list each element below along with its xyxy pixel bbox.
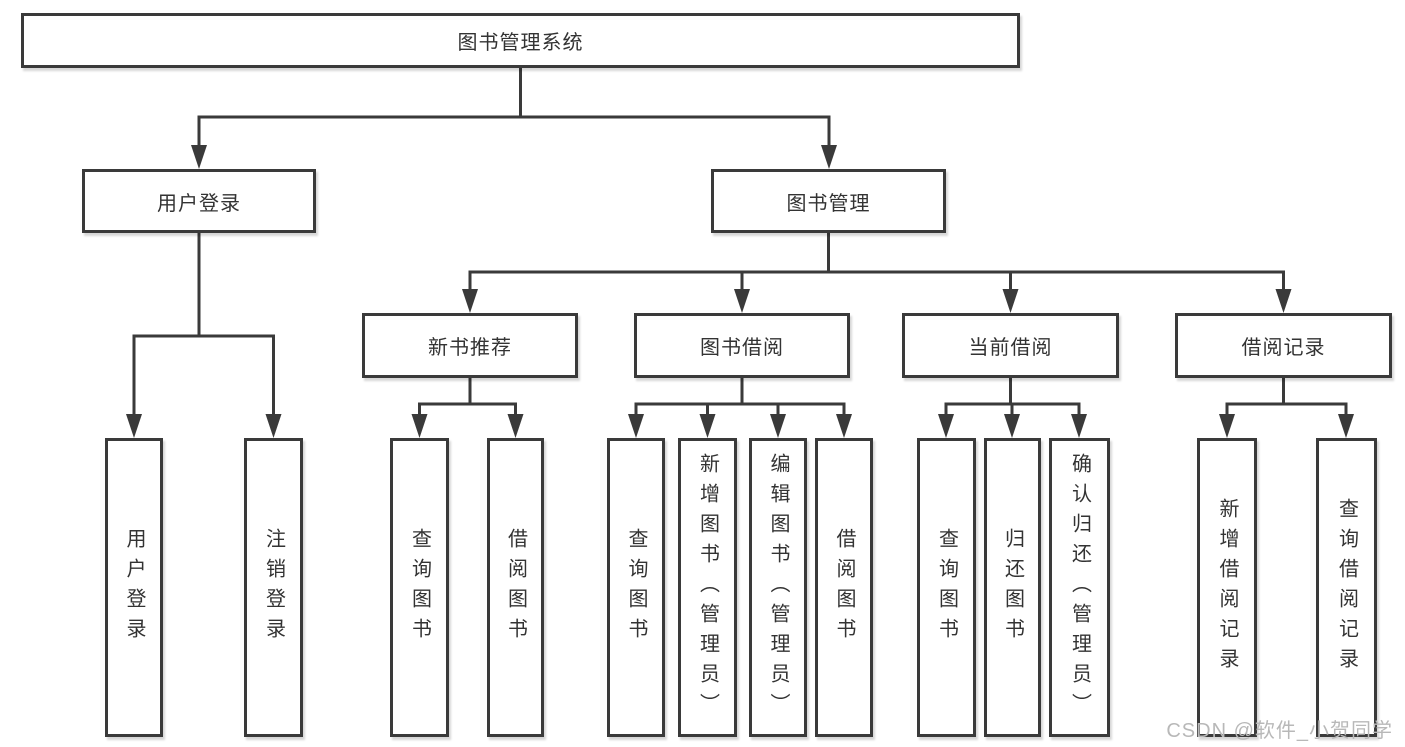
leaf-borrowing-query-books-label: 查询图书 — [625, 527, 647, 648]
leaf-current-return-books: 归还图书 — [984, 438, 1041, 737]
arrowhead — [938, 414, 954, 438]
arrowhead — [507, 414, 524, 438]
leaf-records-query-borrow-record: 查询借阅记录 — [1316, 438, 1377, 737]
leaf-current-confirm-return-admin-label: 确认归还（管理员） — [1068, 452, 1091, 723]
node-book-management: 图书管理 — [711, 169, 946, 233]
leaf-records-query-borrow-record-label: 查询借阅记录 — [1335, 497, 1358, 678]
arrowhead — [628, 414, 644, 438]
leaf-borrowing-add-books-admin-label: 新增图书（管理员） — [696, 452, 719, 723]
node-current-borrowing: 当前借阅 — [902, 313, 1119, 378]
arrowhead — [462, 289, 478, 313]
arrowhead — [1002, 289, 1019, 313]
leaf-borrowing-edit-books-admin: 编辑图书（管理员） — [749, 438, 807, 737]
leaf-logout-login-label: 注销登录 — [262, 527, 285, 648]
arrowhead — [191, 145, 207, 169]
node-new-book-recommend-label: 新书推荐 — [428, 337, 512, 359]
leaf-current-query-books: 查询图书 — [917, 438, 976, 737]
node-user-login: 用户登录 — [82, 169, 316, 233]
csdn-watermark: CSDN @软件_小贺同学 — [1166, 720, 1393, 742]
leaf-current-return-books-label: 归还图书 — [1001, 527, 1024, 648]
leaf-user-login: 用户登录 — [105, 438, 163, 737]
leaf-borrowing-borrow-books: 借阅图书 — [815, 438, 873, 737]
leaf-user-login-label: 用户登录 — [123, 527, 145, 648]
node-root: 图书管理系统 — [21, 13, 1020, 68]
arrowhead — [1004, 414, 1020, 438]
arrowhead — [770, 414, 786, 438]
leaf-recommend-borrow-books-label: 借阅图书 — [504, 527, 527, 648]
leaf-recommend-query-books: 查询图书 — [390, 438, 449, 737]
arrowhead — [411, 414, 428, 438]
arrowhead — [1338, 414, 1354, 438]
leaf-logout-login: 注销登录 — [244, 438, 303, 737]
arrowhead — [836, 414, 852, 438]
arrowhead — [821, 145, 837, 169]
arrowhead — [1219, 414, 1235, 438]
leaf-borrowing-query-books: 查询图书 — [607, 438, 665, 737]
arrowhead — [1275, 289, 1292, 313]
arrowhead — [265, 414, 282, 438]
node-root-label: 图书管理系统 — [457, 32, 584, 54]
leaf-recommend-query-books-label: 查询图书 — [408, 527, 431, 648]
node-book-borrowing-label: 图书借阅 — [700, 337, 784, 359]
node-book-borrowing: 图书借阅 — [634, 313, 850, 378]
leaf-borrowing-edit-books-admin-label: 编辑图书（管理员） — [767, 452, 789, 723]
leaf-borrowing-borrow-books-label: 借阅图书 — [833, 527, 855, 648]
node-current-borrowing-label: 当前借阅 — [968, 337, 1053, 359]
leaf-current-query-books-label: 查询图书 — [935, 527, 958, 648]
node-book-management-label: 图书管理 — [786, 192, 871, 215]
leaf-records-add-borrow-record-label: 新增借阅记录 — [1216, 497, 1238, 678]
node-borrowing-records: 借阅记录 — [1175, 313, 1392, 378]
arrowhead — [734, 289, 750, 313]
leaf-current-confirm-return-admin: 确认归还（管理员） — [1049, 438, 1110, 737]
arrowhead — [1071, 414, 1087, 438]
node-new-book-recommend: 新书推荐 — [362, 313, 578, 378]
leaf-recommend-borrow-books: 借阅图书 — [487, 438, 544, 737]
leaf-records-add-borrow-record: 新增借阅记录 — [1197, 438, 1257, 737]
leaf-borrowing-add-books-admin: 新增图书（管理员） — [678, 438, 737, 737]
arrowhead — [699, 414, 716, 438]
node-borrowing-records-label: 借阅记录 — [1241, 337, 1326, 359]
node-user-login-label: 用户登录 — [157, 192, 241, 215]
arrowhead — [126, 414, 142, 438]
